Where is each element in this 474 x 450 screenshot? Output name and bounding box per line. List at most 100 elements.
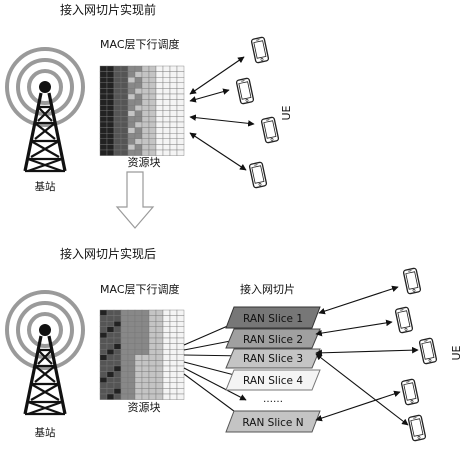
resource-block-cell bbox=[113, 71, 122, 78]
resource-block-cell bbox=[169, 110, 178, 117]
resource-block-cell bbox=[113, 354, 122, 361]
resource-block-cell bbox=[120, 382, 129, 389]
resource-block-cell bbox=[134, 343, 143, 350]
resource-block-cell bbox=[106, 132, 115, 139]
resource-block-cell bbox=[99, 104, 108, 111]
resource-block-cell bbox=[176, 337, 185, 344]
resource-block-cell bbox=[127, 360, 136, 367]
bottom-ue-label: UE bbox=[450, 345, 463, 360]
resource-block-cell bbox=[134, 88, 143, 95]
resource-block-cell bbox=[113, 76, 122, 83]
resource-block-cell bbox=[106, 315, 115, 322]
resource-block-cell bbox=[106, 371, 115, 378]
resource-block-cell bbox=[155, 138, 164, 145]
resource-block-cell bbox=[106, 326, 115, 333]
resource-block-cell bbox=[162, 371, 171, 378]
resource-block-cell bbox=[134, 121, 143, 128]
resource-block-cell bbox=[99, 377, 108, 384]
slice-2: RAN Slice 2 bbox=[225, 328, 321, 349]
resource-block-cell bbox=[176, 354, 185, 361]
resource-block-cell bbox=[113, 65, 122, 72]
resource-block-cell bbox=[148, 138, 157, 145]
top-mac-label: MAC层下行调度 bbox=[100, 37, 180, 51]
resource-block-cell bbox=[169, 65, 178, 72]
resource-block-cell bbox=[113, 365, 122, 372]
top-resource-grid bbox=[99, 65, 185, 156]
resource-block-cell bbox=[120, 377, 129, 384]
resource-block-cell bbox=[155, 116, 164, 123]
resource-block-cell bbox=[106, 343, 115, 350]
resource-block-cell bbox=[141, 377, 150, 384]
resource-block-cell bbox=[162, 382, 171, 389]
resource-block-cell bbox=[176, 127, 185, 134]
resource-block-cell bbox=[155, 337, 164, 344]
resource-block-cell bbox=[169, 76, 178, 83]
slice-2-label: RAN Slice 2 bbox=[243, 334, 303, 346]
resource-block-cell bbox=[127, 82, 136, 89]
resource-block-cell bbox=[113, 371, 122, 378]
resource-block-cell bbox=[169, 343, 178, 350]
resource-block-cell bbox=[134, 104, 143, 111]
resource-block-cell bbox=[134, 393, 143, 400]
resource-block-cell bbox=[155, 65, 164, 72]
resource-block-cell bbox=[99, 110, 108, 117]
resource-block-cell bbox=[176, 388, 185, 395]
resource-block-cell bbox=[169, 337, 178, 344]
resource-block-cell bbox=[99, 71, 108, 78]
resource-block-cell bbox=[120, 309, 129, 316]
resource-block-cell bbox=[106, 354, 115, 361]
resource-block-cell bbox=[155, 104, 164, 111]
resource-block-cell bbox=[127, 349, 136, 356]
resource-block-cell bbox=[155, 149, 164, 156]
resource-block-cell bbox=[148, 65, 157, 72]
resource-block-cell bbox=[148, 393, 157, 400]
resource-block-cell bbox=[127, 388, 136, 395]
resource-block-cell bbox=[99, 343, 108, 350]
resource-block-cell bbox=[127, 110, 136, 117]
resource-block-cell bbox=[169, 88, 178, 95]
resource-block-cell bbox=[155, 144, 164, 151]
resource-block-cell bbox=[148, 116, 157, 123]
resource-block-cell bbox=[134, 332, 143, 339]
bottom-station-label: 基站 bbox=[35, 426, 56, 439]
resource-block-cell bbox=[162, 349, 171, 356]
resource-block-cell bbox=[106, 82, 115, 89]
resource-block-cell bbox=[113, 104, 122, 111]
resource-block-cell bbox=[141, 65, 150, 72]
resource-block-cell bbox=[120, 132, 129, 139]
resource-block-cell bbox=[120, 388, 129, 395]
resource-block-cell bbox=[141, 309, 150, 316]
resource-block-cell bbox=[141, 326, 150, 333]
resource-block-cell bbox=[106, 116, 115, 123]
resource-block-cell bbox=[162, 149, 171, 156]
resource-block-cell bbox=[113, 116, 122, 123]
resource-block-cell bbox=[134, 71, 143, 78]
resource-block-cell bbox=[134, 365, 143, 372]
resource-block-cell bbox=[141, 88, 150, 95]
resource-block-cell bbox=[113, 138, 122, 145]
slice-4-shape bbox=[225, 369, 321, 391]
resource-block-cell bbox=[120, 371, 129, 378]
transition-down-arrow-icon bbox=[115, 171, 155, 229]
resource-block-cell bbox=[134, 354, 143, 361]
resource-block-cell bbox=[148, 144, 157, 151]
resource-block-cell bbox=[155, 382, 164, 389]
resource-block-cell bbox=[176, 132, 185, 139]
resource-block-cell bbox=[148, 93, 157, 100]
bottom-mac-label: MAC层下行调度 bbox=[100, 282, 180, 296]
resource-block-cell bbox=[134, 82, 143, 89]
resource-block-cell bbox=[134, 321, 143, 328]
resource-block-cell bbox=[169, 149, 178, 156]
resource-block-cell bbox=[176, 93, 185, 100]
resource-block-cell bbox=[148, 104, 157, 111]
resource-block-cell bbox=[176, 377, 185, 384]
resource-block-cell bbox=[148, 132, 157, 139]
resource-block-cell bbox=[148, 127, 157, 134]
resource-block-cell bbox=[134, 360, 143, 367]
resource-block-cell bbox=[99, 382, 108, 389]
resource-block-cell bbox=[127, 337, 136, 344]
resource-block-cell bbox=[176, 65, 185, 72]
slice-3-label: RAN Slice 3 bbox=[243, 353, 303, 365]
resource-block-cell bbox=[148, 88, 157, 95]
resource-block-cell bbox=[176, 82, 185, 89]
